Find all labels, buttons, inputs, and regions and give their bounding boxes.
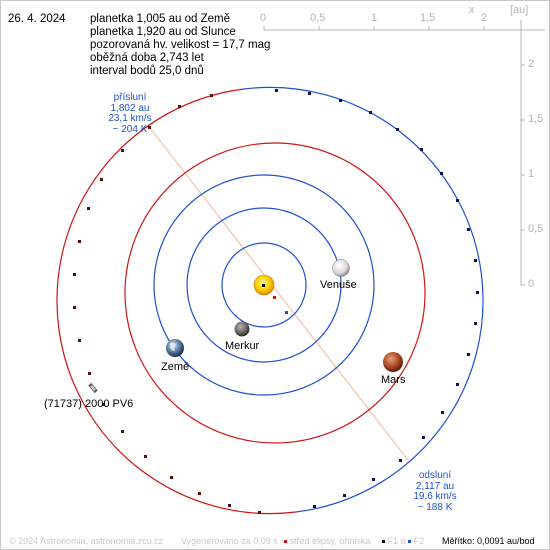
mars-label: Mars <box>381 374 406 386</box>
info-magnitude: pozorovaná hv. velikost = 17,7 mag <box>90 39 271 51</box>
x-tick-label: 0,5 <box>310 12 326 24</box>
y-axis-ticks <box>521 64 525 286</box>
x-tick-label: 2 <box>481 12 488 24</box>
asteroid-orbit-north <box>243 86 484 513</box>
perihelion-distance: 1,802 au <box>110 102 150 114</box>
footer-legend-center: střed elipsy, ohniska <box>284 536 370 546</box>
venus-orbit <box>186 207 342 363</box>
y-tick-label: 0 <box>528 278 535 290</box>
legend-f2-text: F2 <box>413 536 425 546</box>
earth-orbit <box>153 174 375 396</box>
footer-generated: Vygenerováno za 0,09 s <box>181 536 278 546</box>
y-tick-label: 0,5 <box>528 223 544 235</box>
perihelion-speed: 23,1 km/s <box>108 113 152 124</box>
mars-orbit <box>124 142 426 444</box>
y-tick-label: 1 <box>528 168 535 180</box>
venus-icon <box>332 259 350 277</box>
perihelion-temp: ~ 204 K <box>112 123 148 135</box>
date-label: 26. 4. 2024 <box>8 13 66 25</box>
x-tick-label: 1,5 <box>420 12 436 24</box>
mercury-label: Merkur <box>225 340 260 352</box>
info-dist-sun: planetka 1,920 au od Slunce <box>90 26 236 38</box>
x-axis-label: x <box>469 4 475 16</box>
footer-scale: Měřítko: 0,0091 au/bod <box>442 536 535 546</box>
x-tick-label: 1 <box>371 12 378 24</box>
planet-orbits <box>124 142 426 444</box>
venus-label: Venuše <box>320 279 357 291</box>
x-axis-ticks <box>263 26 485 30</box>
info-period: oběžná doba 2,743 let <box>90 52 204 64</box>
aphelion-distance: 2,117 au <box>415 480 455 492</box>
f1-legend-swatch <box>382 540 385 544</box>
aphelion-temp: ~ 188 K <box>417 501 453 513</box>
mars-icon <box>383 352 403 372</box>
footer-legend-foci: F1 a F2 <box>382 536 424 546</box>
info-interval: interval bodů 25,0 dnů <box>90 65 204 77</box>
center-legend-swatch <box>284 540 287 544</box>
asteroid-label: (71737) 2000 PV6 <box>44 398 134 410</box>
aphelion-info: odsluní 2,117 au 19,6 km/s ~ 188 K <box>404 470 466 513</box>
legend-center-text: střed elipsy, ohniska <box>289 536 371 546</box>
focus-f1-marker <box>262 284 265 287</box>
asteroid-orbit-south <box>56 88 297 515</box>
perihelion-title: přísluní <box>113 92 147 103</box>
earth-label: Země <box>161 361 190 373</box>
f2-legend-swatch <box>408 540 412 544</box>
info-dist-earth: planetka 1,005 au od Země <box>90 13 231 25</box>
unit-label: [au] <box>510 4 529 16</box>
axes <box>263 20 545 286</box>
asteroid-icon <box>88 382 98 394</box>
y-tick-label: 2 <box>528 58 535 70</box>
legend-f1-text: F1 a <box>387 536 406 546</box>
footer-copyright: © 2024 Astronomia, astronomia.zcu.cz <box>9 536 164 546</box>
aphelion-title: odsluní <box>418 470 452 481</box>
mercury-icon <box>234 321 250 337</box>
earth-icon <box>166 339 184 357</box>
apsides-line <box>149 127 409 461</box>
perihelion-info: přísluní 1,802 au 23,1 km/s ~ 204 K <box>100 92 160 135</box>
mercury-orbit <box>221 242 307 328</box>
orbit-point-markers <box>73 89 479 514</box>
y-tick-label: 1,5 <box>528 113 544 125</box>
aphelion-speed: 19,6 km/s <box>413 491 457 502</box>
x-tick-label: 0 <box>260 12 267 24</box>
ellipse-center-marker <box>273 296 276 299</box>
focus-f2-marker <box>285 311 288 314</box>
